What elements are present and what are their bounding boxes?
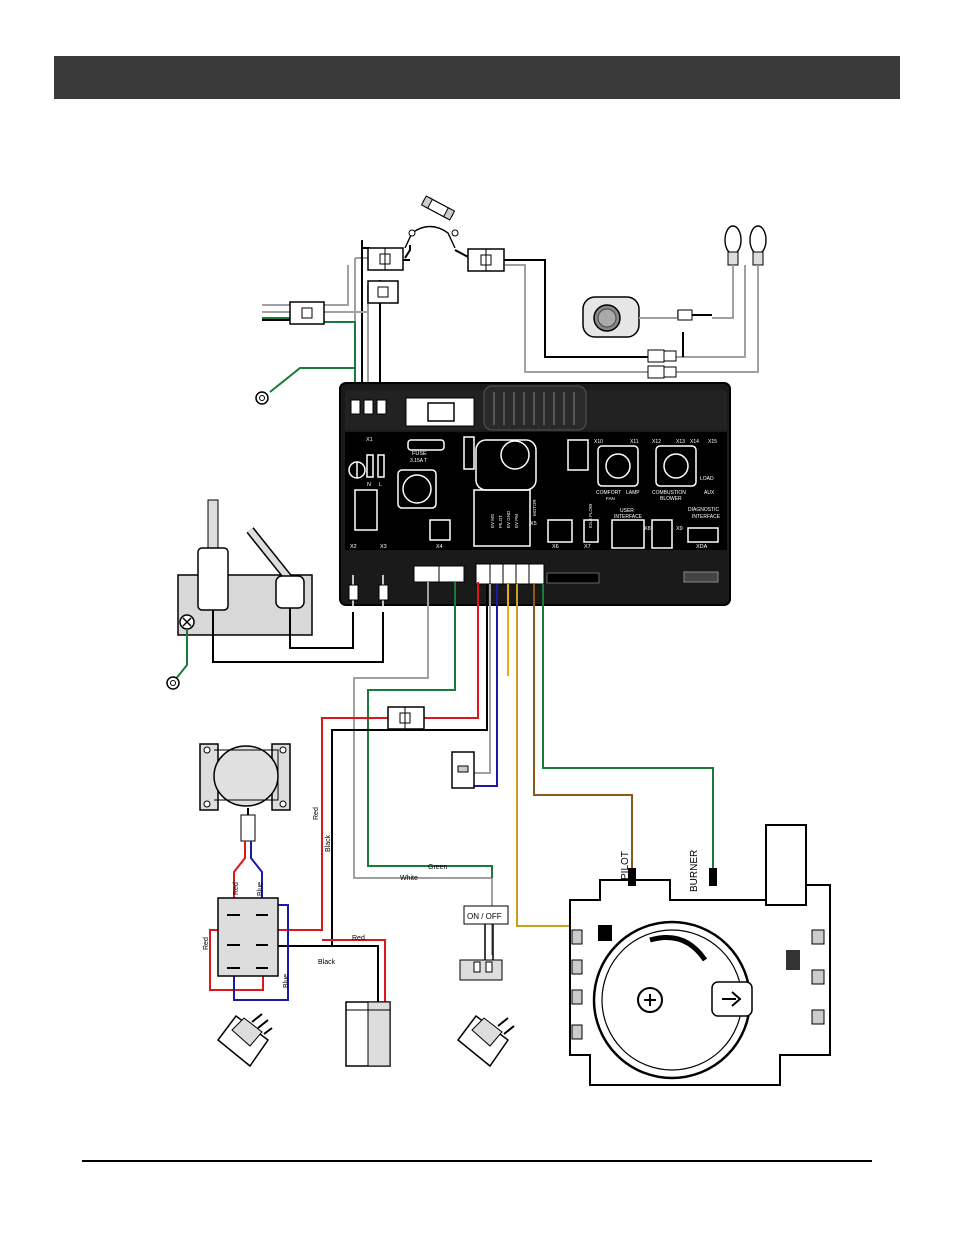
motor-label: MOTOR bbox=[532, 499, 537, 516]
ground-wire-top bbox=[255, 367, 355, 405]
x13-label: X13 bbox=[676, 439, 685, 445]
wire-label-white: White bbox=[400, 875, 418, 882]
lamp-label: LAMP bbox=[626, 490, 640, 496]
control-board: FUSE 3.15A T X1 N L X2 X3 X4 X5 X6 X7 X8… bbox=[339, 382, 731, 610]
blower-motor bbox=[199, 743, 291, 842]
board-top-terminals bbox=[350, 399, 387, 415]
x6-label: X6 bbox=[552, 544, 559, 550]
wire-label-red-1: Red bbox=[313, 807, 320, 820]
fuse-holder-symbol bbox=[404, 225, 459, 249]
combustion-label: COMBUSTION bbox=[652, 490, 686, 496]
ev-pilot-label: PILOT bbox=[498, 515, 503, 528]
aux-label: AUX bbox=[704, 490, 715, 496]
x5-label: X5 bbox=[530, 521, 537, 527]
header-bar bbox=[54, 56, 900, 99]
wire-label-red-4: Red bbox=[352, 935, 365, 942]
wire-label-black-1: Black bbox=[325, 834, 332, 852]
x14-label: X14 bbox=[690, 439, 699, 445]
spade-connectors-right bbox=[647, 349, 677, 379]
x9-label: X9 bbox=[676, 526, 683, 532]
door-switch bbox=[345, 1001, 391, 1067]
lamp-bulbs bbox=[675, 225, 767, 373]
x1-label: X1 bbox=[366, 437, 373, 443]
x3-label: X3 bbox=[380, 544, 387, 550]
on-off-label: ON / OFF bbox=[467, 912, 502, 921]
connector-upper-1 bbox=[367, 247, 404, 271]
pilot-sensor-assembly bbox=[166, 499, 389, 690]
fan-motor bbox=[582, 296, 712, 357]
load-label: LOAD bbox=[700, 476, 714, 482]
n-label: N bbox=[367, 482, 371, 488]
ev-ms-label: EV MS bbox=[490, 514, 495, 528]
x7-label: X7 bbox=[584, 544, 591, 550]
pilot-label: PILOT bbox=[620, 851, 631, 880]
wire-label-green: Green bbox=[428, 864, 448, 871]
fuse-rating-label: 3.15A T bbox=[410, 458, 427, 464]
x11-label: X11 bbox=[630, 439, 639, 445]
limit-switch bbox=[451, 751, 475, 789]
x2-label: X2 bbox=[350, 544, 357, 550]
diagnostic-label: DIAGNOSTIC bbox=[688, 507, 720, 513]
x15-label: X15 bbox=[708, 439, 717, 445]
rocker-switch-left bbox=[216, 1013, 273, 1068]
blower-label: BLOWER bbox=[660, 496, 682, 502]
fuse bbox=[420, 195, 456, 221]
wire-label-red-3: Red bbox=[203, 937, 210, 950]
diagnostic-interface-label: INTERFACE bbox=[692, 514, 721, 520]
interface-label: INTERFACE bbox=[614, 514, 643, 520]
relay-wires bbox=[209, 841, 289, 1001]
wire-label-red-2: Red bbox=[233, 882, 240, 895]
connector-power-cord bbox=[289, 301, 325, 325]
connector-upper-3 bbox=[367, 280, 399, 304]
x10-label: X10 bbox=[594, 439, 603, 445]
x8-label: X8 bbox=[644, 526, 651, 532]
gas-valve bbox=[569, 824, 831, 1086]
ev-pm-label: EV PM bbox=[514, 514, 519, 528]
footer-rule bbox=[82, 1160, 872, 1162]
idle-flow-label: IDLE FLOW bbox=[588, 503, 593, 528]
x12-label: X12 bbox=[652, 439, 661, 445]
rocker-switch-right bbox=[456, 1014, 515, 1068]
wire-label-blue-1: Blue bbox=[257, 882, 264, 896]
on-off-switch: ON / OFF bbox=[459, 905, 509, 981]
wire-label-blue-2: Blue bbox=[283, 974, 290, 988]
comfort-label: COMFORT bbox=[596, 490, 621, 496]
x4-label: X4 bbox=[436, 544, 443, 550]
fan-label: FAN bbox=[606, 496, 615, 501]
ev-gnd-label: EV GND bbox=[506, 510, 511, 528]
burner-label: BURNER bbox=[689, 850, 700, 892]
fuse-label: FUSE bbox=[412, 451, 427, 457]
inline-connector bbox=[387, 706, 425, 730]
wire-label-black-2: Black bbox=[318, 959, 336, 966]
l-label: L bbox=[379, 482, 382, 488]
xda-label: XDA bbox=[696, 544, 708, 550]
user-label: USER bbox=[620, 508, 634, 514]
connector-upper-2 bbox=[467, 248, 505, 272]
relay-block bbox=[217, 897, 279, 977]
